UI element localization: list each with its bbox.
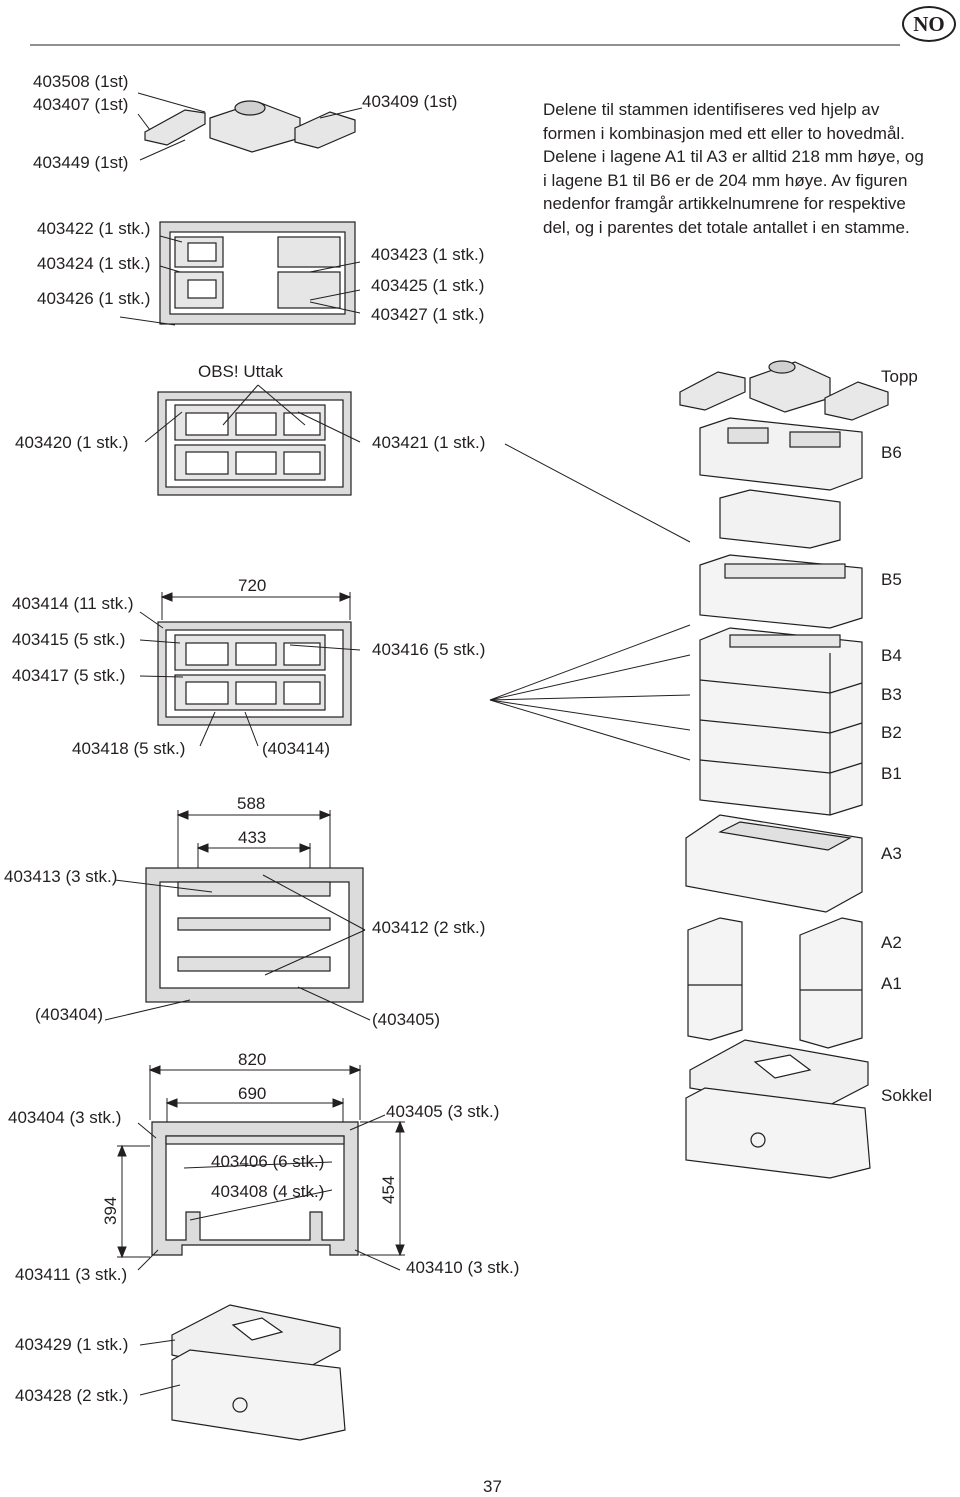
exploded-stack <box>679 360 889 1179</box>
leaders-stack <box>489 443 691 761</box>
dimension-394-454 <box>117 1120 405 1259</box>
frame-layer-a <box>145 867 364 1003</box>
layer-label-b2: B2 <box>881 723 902 742</box>
part-label-403416: 403416 (5 stk.) <box>372 640 486 659</box>
layer-label-b3: B3 <box>881 685 902 704</box>
part-label-403421: 403421 (1 stk.) <box>372 433 486 452</box>
intro-line: formen i kombinasjon med ett eller to ho… <box>543 123 905 143</box>
intro-paragraph: Delene til stammen identifiseres ved hje… <box>543 98 955 239</box>
leaders-frame4 <box>104 874 371 1021</box>
part-label-403410: 403410 (3 stk.) <box>406 1258 520 1277</box>
layer-label-b6: B6 <box>881 443 902 462</box>
dimension-433-label: 433 <box>238 828 267 847</box>
language-badge: NO <box>902 6 956 42</box>
part-label-403429: 403429 (1 stk.) <box>15 1335 129 1354</box>
layer-label-topp: Topp <box>881 367 918 386</box>
intro-line: del, og i parentes det totale antallet i… <box>543 217 910 237</box>
frame-layer-a3-top <box>159 221 356 325</box>
leaders-frame3 <box>139 611 361 747</box>
part-label-403417: 403417 (5 stk.) <box>12 666 126 685</box>
part-label-403449: 403449 (1st) <box>33 153 129 172</box>
part-label-403411: 403411 (3 stk.) <box>15 1265 128 1284</box>
part-label-403428: 403428 (2 stk.) <box>15 1386 129 1405</box>
part-label-403405: 403405 (3 stk.) <box>386 1102 500 1121</box>
dimension-588-label: 588 <box>237 794 266 813</box>
part-label-403427: 403427 (1 stk.) <box>371 305 485 324</box>
ref-label-403414: (403414) <box>262 739 331 758</box>
leaders-frame1 <box>119 235 361 326</box>
layer-label-b4: B4 <box>881 646 902 665</box>
layer-label-a1: A1 <box>881 974 902 993</box>
part-label-403409: 403409 (1st) <box>362 92 458 111</box>
layer-label-b1: B1 <box>881 764 902 783</box>
dimension-394-label: 394 <box>101 1196 120 1225</box>
layer-label-b5: B5 <box>881 570 902 589</box>
part-label-403422: 403422 (1 stk.) <box>37 219 151 238</box>
part-label-403423: 403423 (1 stk.) <box>371 245 485 264</box>
cap-pieces-top <box>144 100 356 153</box>
sokkel-blocks-lower <box>171 1304 346 1441</box>
frame-layer-sokkel <box>151 1121 359 1256</box>
part-label-403414: 403414 (11 stk.) <box>12 594 134 613</box>
part-label-403413: 403413 (3 stk.) <box>4 867 118 886</box>
dimension-454-label: 454 <box>379 1175 398 1204</box>
intro-line: Delene til stammen identifiseres ved hje… <box>543 100 880 119</box>
layer-label-a3: A3 <box>881 844 902 863</box>
part-label-403407: 403407 (1st) <box>33 95 129 114</box>
part-label-403415: 403415 (5 stk.) <box>12 630 126 649</box>
page-number: 37 <box>483 1477 502 1496</box>
part-label-403508: 403508 (1st) <box>33 72 129 91</box>
leaders-sokkel <box>139 1339 181 1396</box>
leaders-top <box>137 92 363 161</box>
part-label-403418: 403418 (5 stk.) <box>72 739 186 758</box>
part-label-403420: 403420 (1 stk.) <box>15 433 129 452</box>
layer-label-sokkel: Sokkel <box>881 1086 933 1105</box>
dimension-820-label: 820 <box>238 1050 267 1069</box>
part-label-403424: 403424 (1 stk.) <box>37 254 151 273</box>
layer-label-a2: A2 <box>881 933 902 952</box>
part-label-403408: 403408 (4 stk.) <box>211 1182 325 1201</box>
part-label-403404: 403404 (3 stk.) <box>8 1108 122 1127</box>
intro-line: i lagene B1 til B6 er de 204 mm høye. Av… <box>543 170 908 190</box>
part-label-403412: 403412 (2 stk.) <box>372 918 486 937</box>
dimension-690-label: 690 <box>238 1084 267 1103</box>
leaders-frame2 <box>144 384 361 443</box>
part-label-403426: 403426 (1 stk.) <box>37 289 151 308</box>
ref-label-403405: (403405) <box>372 1010 441 1029</box>
frame-layer-b6 <box>157 391 352 496</box>
dimension-720-label: 720 <box>238 576 267 595</box>
intro-line: Delene i lagene A1 til A3 er alltid 218 … <box>543 147 924 166</box>
dimension-588-433 <box>176 810 332 880</box>
dimension-820-690 <box>148 1065 362 1122</box>
part-label-403406: 403406 (6 stk.) <box>211 1152 325 1171</box>
dimension-720 <box>160 592 352 620</box>
ref-label-403404: (403404) <box>35 1005 104 1024</box>
part-label-403425: 403425 (1 stk.) <box>371 276 485 295</box>
note-obs-uttak: OBS! Uttak <box>198 362 284 381</box>
intro-line: nedenfor framgår artikkelnumrene for res… <box>543 194 906 213</box>
leaders-frame5 <box>137 1114 401 1271</box>
frame-layer-b <box>157 621 352 726</box>
